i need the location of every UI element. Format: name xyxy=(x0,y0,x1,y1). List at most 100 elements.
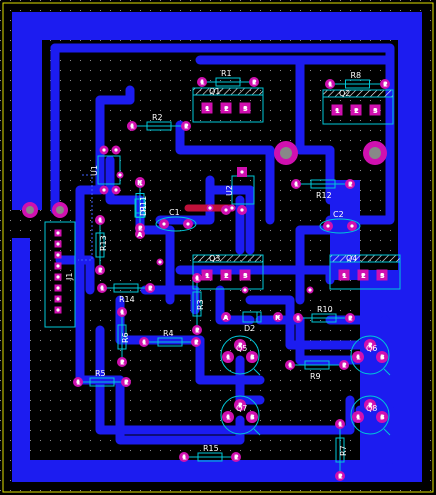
pin-number: 1 xyxy=(182,454,187,462)
pad-drill-hole xyxy=(240,170,244,174)
resistor-designator: R4 xyxy=(163,329,174,338)
pad-drill-hole xyxy=(102,148,106,152)
transistor-flat-key xyxy=(253,428,261,436)
pad-drill-hole xyxy=(130,124,134,128)
transistor-heatsink-tab xyxy=(322,89,394,98)
pin-number: 1 xyxy=(120,309,125,317)
pad-drill-hole xyxy=(383,82,387,86)
pin-number: 1 xyxy=(100,285,105,293)
pad-drill-hole xyxy=(368,403,372,407)
pin-number: 2 xyxy=(338,473,343,481)
copper-trace xyxy=(105,155,145,205)
connector-designator: J1 xyxy=(65,273,74,281)
transistor-designator: Q2 xyxy=(339,89,350,98)
pad-drill-hole xyxy=(98,218,102,222)
copper-trace xyxy=(175,120,275,155)
diode-cathode-label: K xyxy=(137,179,143,187)
pad-drill-hole xyxy=(250,355,254,359)
pad-drill-hole xyxy=(56,231,60,235)
resistor-body xyxy=(146,121,172,131)
pad-drill-hole xyxy=(230,206,234,210)
pad-drill-hole xyxy=(124,380,128,384)
resistor-designator: R15 xyxy=(203,444,219,453)
mounting-hole-drill xyxy=(280,147,292,159)
capacitor-designator: C2 xyxy=(333,210,344,219)
transistor-designator: Q6 xyxy=(366,344,377,353)
resistor-body xyxy=(95,232,105,258)
resistor-body xyxy=(113,283,139,293)
pin-number: 2 xyxy=(238,402,243,410)
pad-drill-hole xyxy=(56,275,60,279)
pin-number: 1 xyxy=(98,217,103,225)
resistor-body xyxy=(345,79,370,89)
pad-drill-hole xyxy=(102,188,106,192)
copper-trace xyxy=(50,43,395,155)
pad-drill-hole xyxy=(184,124,188,128)
pad-drill-hole xyxy=(114,148,118,152)
pad-drill-hole xyxy=(356,415,360,419)
diode-body xyxy=(242,311,262,323)
pad-drill-hole xyxy=(226,355,230,359)
pin-number: 2 xyxy=(342,362,347,370)
resistor-body xyxy=(117,324,127,350)
pad-drill-hole xyxy=(328,82,332,86)
pad-drill-hole xyxy=(182,455,186,459)
pad-drill-hole xyxy=(56,253,60,257)
pin-number: 1 xyxy=(338,421,343,429)
transistor-flat-key xyxy=(383,368,391,376)
resistor-designator: R14 xyxy=(119,295,135,304)
pin-number: 1 xyxy=(142,339,147,347)
copper-pour xyxy=(12,238,30,478)
pad-drill-hole xyxy=(200,80,204,84)
pad-drill-hole xyxy=(226,415,230,419)
copper-pour xyxy=(12,12,42,210)
pad-drill-hole xyxy=(138,232,142,236)
transistor-flat-key xyxy=(253,368,261,376)
pad-drill-hole xyxy=(56,264,60,268)
pin-number: 2 xyxy=(361,272,366,280)
diode-cathode-label: K xyxy=(275,314,281,322)
resistor-designator: R9 xyxy=(310,372,321,381)
pin-number: 1 xyxy=(342,272,347,280)
pin-number: 2 xyxy=(234,454,239,462)
pad-drill-hole xyxy=(296,316,300,320)
pad-drill-hole xyxy=(142,340,146,344)
pin-number: 3 xyxy=(243,105,248,113)
pad-drill-hole xyxy=(368,343,372,347)
copper-trace xyxy=(75,185,105,285)
pin-number: 1 xyxy=(76,379,81,387)
pad-drill-hole xyxy=(56,308,60,312)
resistor-designator: R6 xyxy=(121,332,130,343)
pin-number: 2 xyxy=(348,181,353,189)
resistor-body xyxy=(304,360,330,370)
pin-number: 2 xyxy=(368,402,373,410)
pin-number: 3 xyxy=(373,107,378,115)
ic-designator: U1 xyxy=(90,165,99,176)
pin-number: 2 xyxy=(195,327,200,335)
diode-designator: D1 xyxy=(139,205,148,216)
resistor-designator: R1 xyxy=(221,69,232,78)
pin-number: 2 xyxy=(238,342,243,350)
pin-number: 1 xyxy=(328,81,333,89)
pad-drill-hole xyxy=(326,224,330,228)
ratsnest-line xyxy=(78,174,93,261)
pin-number: 2 xyxy=(98,267,103,275)
transistor-designator: Q8 xyxy=(366,404,377,413)
pad-drill-hole xyxy=(205,273,209,277)
pin-number: 1 xyxy=(205,272,210,280)
pin-number: 1 xyxy=(296,315,301,323)
transistor-outline xyxy=(350,395,390,435)
pin-number: 1 xyxy=(226,354,231,362)
pad-drill-hole xyxy=(186,222,190,226)
pin-number: 3 xyxy=(243,272,248,280)
pad-drill-hole xyxy=(240,208,244,212)
pad-drill-hole xyxy=(356,355,360,359)
transistor-flat-key xyxy=(383,428,391,436)
copper-trace xyxy=(245,295,295,350)
pin-number: 3 xyxy=(250,414,255,422)
pad-drill-hole xyxy=(205,106,209,110)
pin-number: 2 xyxy=(368,342,373,350)
resistor-designator: R13 xyxy=(99,235,108,251)
capacitor-outline xyxy=(155,216,197,232)
pad-drill-hole xyxy=(243,273,247,277)
